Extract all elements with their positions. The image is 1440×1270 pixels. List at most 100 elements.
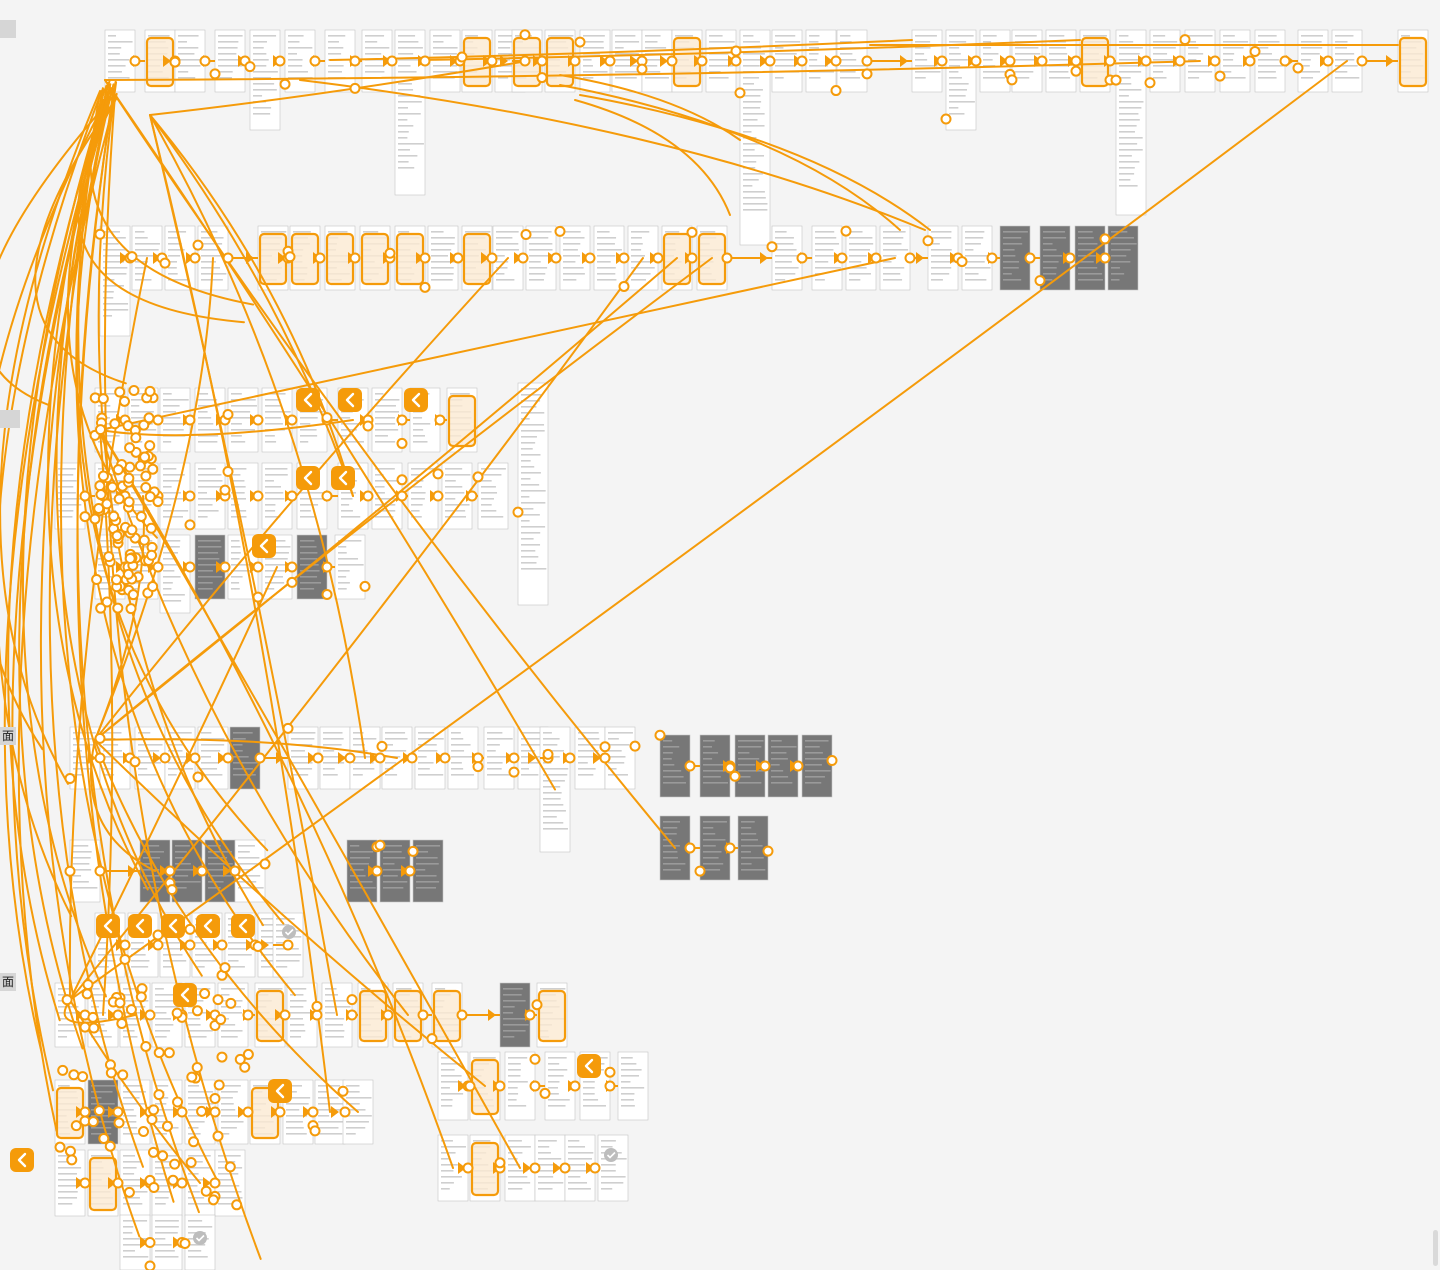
frame-content-line xyxy=(663,863,686,865)
frame-content-line xyxy=(188,1103,214,1105)
hollow-circle-icon xyxy=(95,602,107,614)
section-tab-2[interactable] xyxy=(0,410,20,428)
frame-content-line xyxy=(291,738,315,740)
section-tab-1[interactable] xyxy=(0,20,16,38)
frame-content-line xyxy=(771,758,788,760)
connector-line xyxy=(0,89,104,918)
frame-content-line xyxy=(663,740,673,742)
frame-content-line xyxy=(58,1185,78,1187)
hollow-circle-icon xyxy=(259,858,271,870)
section-tab-4[interactable]: 面 xyxy=(0,973,17,991)
frame-content-line xyxy=(883,273,901,275)
frame-content-line xyxy=(1401,35,1410,37)
triangle-right-icon xyxy=(458,1162,466,1174)
hollow-circle-icon xyxy=(122,568,134,580)
frame-content-line xyxy=(1119,95,1129,97)
frame-content-line xyxy=(703,827,714,829)
connector-line xyxy=(299,79,926,231)
hollow-circle-icon xyxy=(252,414,264,426)
frame-content-line xyxy=(1335,53,1355,55)
frame-content-line xyxy=(300,582,322,584)
frame-content-line xyxy=(849,237,873,239)
frame-content-line xyxy=(135,255,161,257)
hollow-circle-icon xyxy=(87,1011,99,1023)
frame-content-line xyxy=(221,1127,237,1129)
hollow-circle-icon xyxy=(386,55,398,67)
connector-line xyxy=(419,39,1081,61)
badge-bg xyxy=(252,534,276,558)
frame-content-line xyxy=(983,53,999,55)
hollow-circle-icon xyxy=(462,1162,474,1174)
frame-content-line xyxy=(1119,47,1143,49)
frame-content-line xyxy=(123,1203,143,1205)
frame-content-line xyxy=(231,480,245,482)
frame-content-line xyxy=(58,1179,82,1181)
chevron-left-icon xyxy=(96,914,120,938)
frame-content-line xyxy=(709,77,729,79)
hollow-circle-icon xyxy=(188,1136,200,1148)
frame-content-line xyxy=(1015,59,1038,61)
frame-content-line xyxy=(1223,47,1244,49)
hollow-circle-icon xyxy=(766,241,778,253)
frame-content-line xyxy=(663,746,680,748)
frame-content-line xyxy=(1015,35,1037,37)
frame-content-line xyxy=(496,279,515,281)
screen-frame xyxy=(945,29,977,131)
frame-content-line xyxy=(155,1121,172,1123)
hollow-circle-icon xyxy=(244,61,256,73)
hollow-circle-icon xyxy=(105,1067,117,1079)
frame-content-line xyxy=(346,1103,360,1105)
frame-content-line xyxy=(738,776,751,778)
frame-content-line xyxy=(163,954,183,956)
hollow-circle-icon xyxy=(654,729,666,741)
frame-content-line xyxy=(741,821,755,823)
frame-content-line xyxy=(163,588,172,590)
scrollbar-thumb[interactable] xyxy=(1433,1230,1438,1266)
frame-content-line xyxy=(563,279,577,281)
frame-content-line xyxy=(168,744,185,746)
frame-content-line xyxy=(418,774,444,776)
frame-content-line xyxy=(253,107,272,109)
frame-content-line xyxy=(578,762,588,764)
frame-content-line xyxy=(1301,53,1320,55)
frame-content-line xyxy=(346,1127,366,1129)
frame-content-line xyxy=(73,845,89,847)
frame-content-line xyxy=(949,41,967,43)
frame-content-line xyxy=(1301,59,1311,61)
frame-content-line xyxy=(98,468,124,470)
chevron-left-icon xyxy=(338,388,362,412)
frame-content-line xyxy=(703,821,727,823)
frame-content-line xyxy=(228,942,249,944)
frame-content-line xyxy=(383,845,402,847)
frame-content-line xyxy=(416,845,441,847)
triangle-right-icon xyxy=(660,55,668,67)
frame-content-line xyxy=(290,1018,303,1020)
frame-content-line xyxy=(131,486,147,488)
frame-content-line xyxy=(663,782,687,784)
frame-content-line xyxy=(809,65,828,67)
connector-line xyxy=(149,114,354,497)
frame-content-line xyxy=(231,393,242,395)
frame-content-line xyxy=(375,498,397,500)
frame-content-line xyxy=(58,1203,73,1205)
frame-content-line xyxy=(703,869,721,871)
frame-content-line xyxy=(608,738,619,740)
frame-content-line xyxy=(385,732,406,734)
hollow-circle-icon xyxy=(564,752,576,764)
frame-content-line xyxy=(568,1146,586,1148)
frame-content-line xyxy=(738,764,756,766)
hollow-circle-icon xyxy=(1244,55,1256,67)
frame-content-line xyxy=(473,1057,496,1059)
frame-content-line xyxy=(441,1093,464,1095)
frame-content-line xyxy=(135,243,160,245)
frame-content-line xyxy=(601,1140,616,1142)
section-tab-3[interactable]: 面 xyxy=(0,727,17,745)
hollow-circle-icon xyxy=(185,1156,197,1168)
frame-content-line xyxy=(338,588,347,590)
frame-content-line xyxy=(741,851,751,853)
frame-content-line xyxy=(123,1220,148,1222)
frame-content-line xyxy=(265,480,274,482)
frame-content-line xyxy=(155,1024,174,1026)
